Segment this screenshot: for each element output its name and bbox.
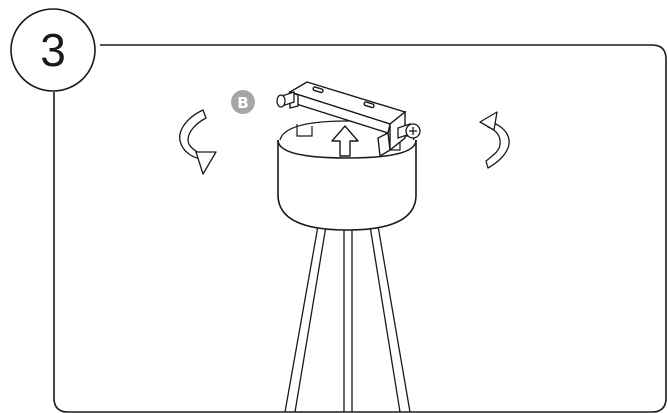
part-label-badge — [231, 90, 255, 114]
screw-icon — [276, 91, 295, 108]
step-badge: 3 — [10, 8, 96, 92]
mounting-bracket — [288, 81, 407, 158]
part-label-letter: B — [237, 94, 248, 112]
rotate-left-icon — [179, 109, 217, 175]
screw-icon-right — [397, 123, 421, 139]
part-label-b: B — [231, 90, 255, 114]
rotate-right-icon — [479, 111, 510, 169]
up-arrow-icon — [331, 125, 359, 157]
step-number: 3 — [40, 24, 66, 76]
lamp-pole — [284, 225, 411, 413]
step-frame — [53, 44, 667, 413]
